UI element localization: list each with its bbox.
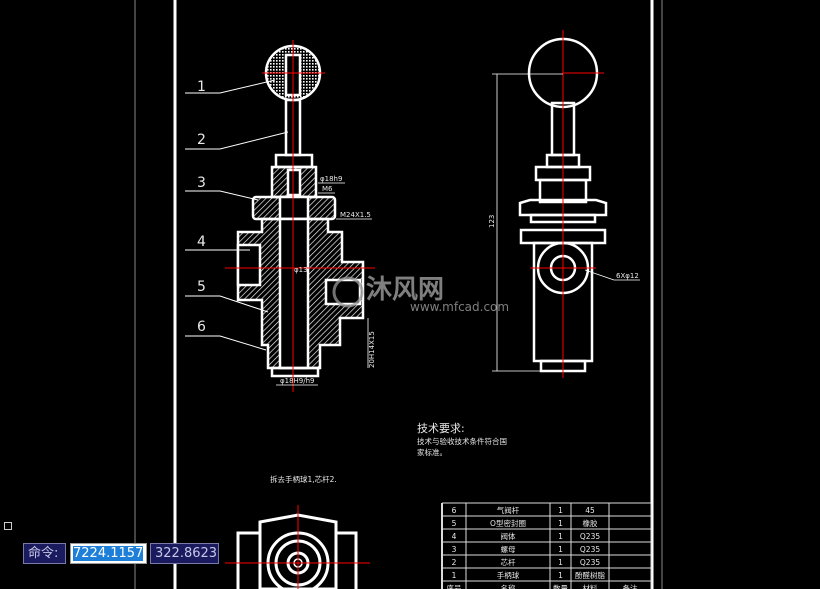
dim-d4: φ13 (294, 266, 308, 274)
command-label: 命令: (23, 543, 66, 564)
table-cell-material: Q235 (580, 532, 600, 541)
watermark-url: www.mfcad.com (410, 300, 509, 314)
tech-req-title: 技术要求: (417, 422, 465, 435)
part-label-4: 4 (197, 234, 206, 250)
table-cell-name: 手柄球 (497, 570, 520, 580)
table-cell-name: 名称 (501, 583, 516, 589)
part-label-6: 6 (197, 319, 206, 335)
dim-d2: M6 (322, 185, 333, 193)
table-cell-name: 螺母 (501, 544, 516, 554)
bottom-view (236, 513, 358, 589)
table-cell-qty: 1 (558, 558, 563, 567)
dim-height: 123 (488, 215, 496, 228)
dim-holes: 6Xφ12 (616, 272, 639, 280)
table-cell-name: O型密封圈 (490, 518, 526, 528)
dimension-lines (276, 182, 372, 386)
table-cell-name: 阀体 (501, 531, 516, 541)
part-label-1: 1 (197, 79, 206, 95)
table-cell-material: 酚醛树脂 (575, 570, 605, 580)
dim-d6: φ18H9/h9 (280, 377, 315, 385)
table-cell-name: 气阀杆 (497, 505, 520, 515)
coordinate-x-input[interactable]: 7224.1157 (70, 543, 147, 564)
table-cell-no: 3 (452, 545, 457, 554)
table-cell-no: 6 (452, 506, 457, 515)
part-label-2: 2 (197, 132, 206, 148)
coordinate-y-input[interactable]: 322.8623 (150, 543, 219, 564)
dim-d3: M24X1.5 (340, 211, 371, 219)
part-label-3: 3 (197, 175, 206, 191)
part-label-5: 5 (197, 279, 206, 295)
table-cell-no: 4 (452, 532, 457, 541)
table-cell-qty: 1 (558, 545, 563, 554)
table-cell-remark: 备注 (623, 583, 638, 589)
table-cell-no: 序号 (447, 583, 462, 589)
tech-req-line2: 家标准。 (417, 447, 447, 457)
snap-marker-icon (4, 522, 12, 530)
leader-lines (185, 79, 289, 351)
table-cell-material: 45 (585, 506, 595, 515)
watermark-name: 沐风网 (366, 275, 444, 305)
watermark-logo: 沐风网 www.mfcad.com (332, 275, 509, 314)
table-cell-qty: 1 (558, 519, 563, 528)
dimension-lines (492, 73, 640, 372)
section-view (236, 44, 365, 378)
dim-d1: φ18h9 (320, 175, 342, 183)
table-cell-name: 芯杆 (501, 557, 516, 567)
table-cell-no: 5 (452, 519, 457, 528)
table-cell-qty: 数量 (553, 583, 568, 589)
table-cell-qty: 1 (558, 532, 563, 541)
table-cell-qty: 1 (558, 506, 563, 515)
table-cell-material: Q235 (580, 545, 600, 554)
dim-d5: 20H14X15 (368, 331, 376, 368)
table-cell-no: 1 (452, 571, 457, 580)
table-cell-material: Q235 (580, 558, 600, 567)
table-cell-no: 2 (452, 558, 457, 567)
table-cell-qty: 1 (558, 571, 563, 580)
table-cell-material: 橡胶 (583, 518, 598, 528)
table-cell-material: 材料 (583, 583, 598, 589)
coordinate-x-value[interactable]: 7224.1157 (73, 546, 144, 561)
tech-req-line1: 技术与验收技术条件符合国 (417, 436, 507, 446)
note-text: 拆去手柄球1,芯杆2. (270, 474, 337, 484)
